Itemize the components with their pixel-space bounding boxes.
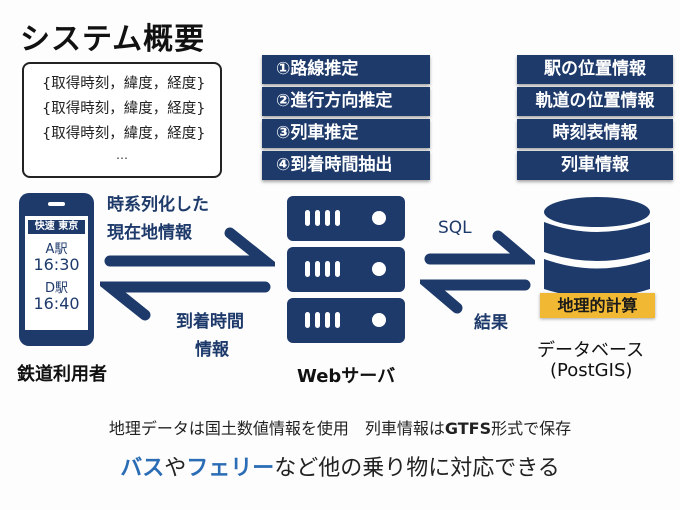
current-location-label-1: 時系列化した <box>107 195 209 215</box>
gtfs-text: GTFS <box>444 419 492 438</box>
arrival-time-label-2: 情報 <box>195 340 229 360</box>
step-train-estimation: ③列車推定 <box>262 119 430 148</box>
database-label: データベース <box>537 340 645 361</box>
bus-highlight: バス <box>120 456 165 481</box>
page-title: システム概要 <box>20 22 206 57</box>
info-timetable: 時刻表情報 <box>517 119 673 148</box>
info-train: 列車情報 <box>517 151 673 180</box>
step-direction-estimation: ②進行方向推定 <box>262 87 430 116</box>
server-icon <box>287 196 405 343</box>
info-track-location: 軌道の位置情報 <box>517 87 673 116</box>
location-data-box: {取得時刻，緯度，経度} {取得時刻，緯度，経度} {取得時刻，緯度，経度} … <box>22 62 222 178</box>
data-ellipsis: … <box>116 148 128 162</box>
smartphone-icon: 快速 東京 A駅 16:30 D駅 16:40 <box>19 193 94 346</box>
arrow-left-icon <box>420 279 531 314</box>
extensibility-note: バスやフェリーなど他の乗り物に対応できる <box>0 450 680 482</box>
step-arrival-extraction: ④到着時間抽出 <box>262 151 430 180</box>
station-a: A駅 <box>45 242 68 257</box>
arrival-time-label-1: 到着時間 <box>176 312 244 332</box>
data-record: {取得時刻，緯度，経度} <box>42 101 206 117</box>
conjunction: や <box>164 456 187 481</box>
result-label: 結果 <box>474 313 508 333</box>
note-text-end: 形式で保存 <box>491 419 572 438</box>
note-text: 地理データは国土数値情報を使用 列車情報は <box>108 419 445 438</box>
extensibility-text: など他の乗り物に対応できる <box>274 456 560 481</box>
phone-screen: 快速 東京 A駅 16:30 D駅 16:40 <box>25 216 88 330</box>
data-record: {取得時刻，緯度，経度} <box>42 76 206 92</box>
postgis-label: (PostGIS) <box>550 360 633 381</box>
server-label: Webサーバ <box>297 366 396 387</box>
ferry-highlight: フェリー <box>186 456 275 481</box>
phone-speaker <box>48 202 65 206</box>
time-d: 16:40 <box>33 294 80 313</box>
data-record: {取得時刻，緯度，経度} <box>42 126 206 142</box>
bidirectional-arrows-user-server <box>100 227 275 321</box>
arrow-right-icon <box>104 227 275 267</box>
data-source-note: 地理データは国土数値情報を使用 列車情報はGTFS形式で保存 <box>0 415 680 439</box>
arrow-right-icon <box>424 230 535 265</box>
bidirectional-arrows-server-db <box>420 230 535 314</box>
arrow-left-icon <box>100 281 271 321</box>
current-location-label-2: 現在地情報 <box>107 223 192 243</box>
user-label: 鉄道利用者 <box>17 364 107 385</box>
step-route-estimation: ①路線推定 <box>262 55 430 84</box>
time-a: 16:30 <box>33 255 80 274</box>
geo-calc-badge: 地理的計算 <box>540 293 655 318</box>
sql-label: SQL <box>438 218 472 238</box>
train-type-destination: 快速 東京 <box>28 220 85 234</box>
station-d: D駅 <box>44 281 68 296</box>
info-station-location: 駅の位置情報 <box>517 55 673 84</box>
